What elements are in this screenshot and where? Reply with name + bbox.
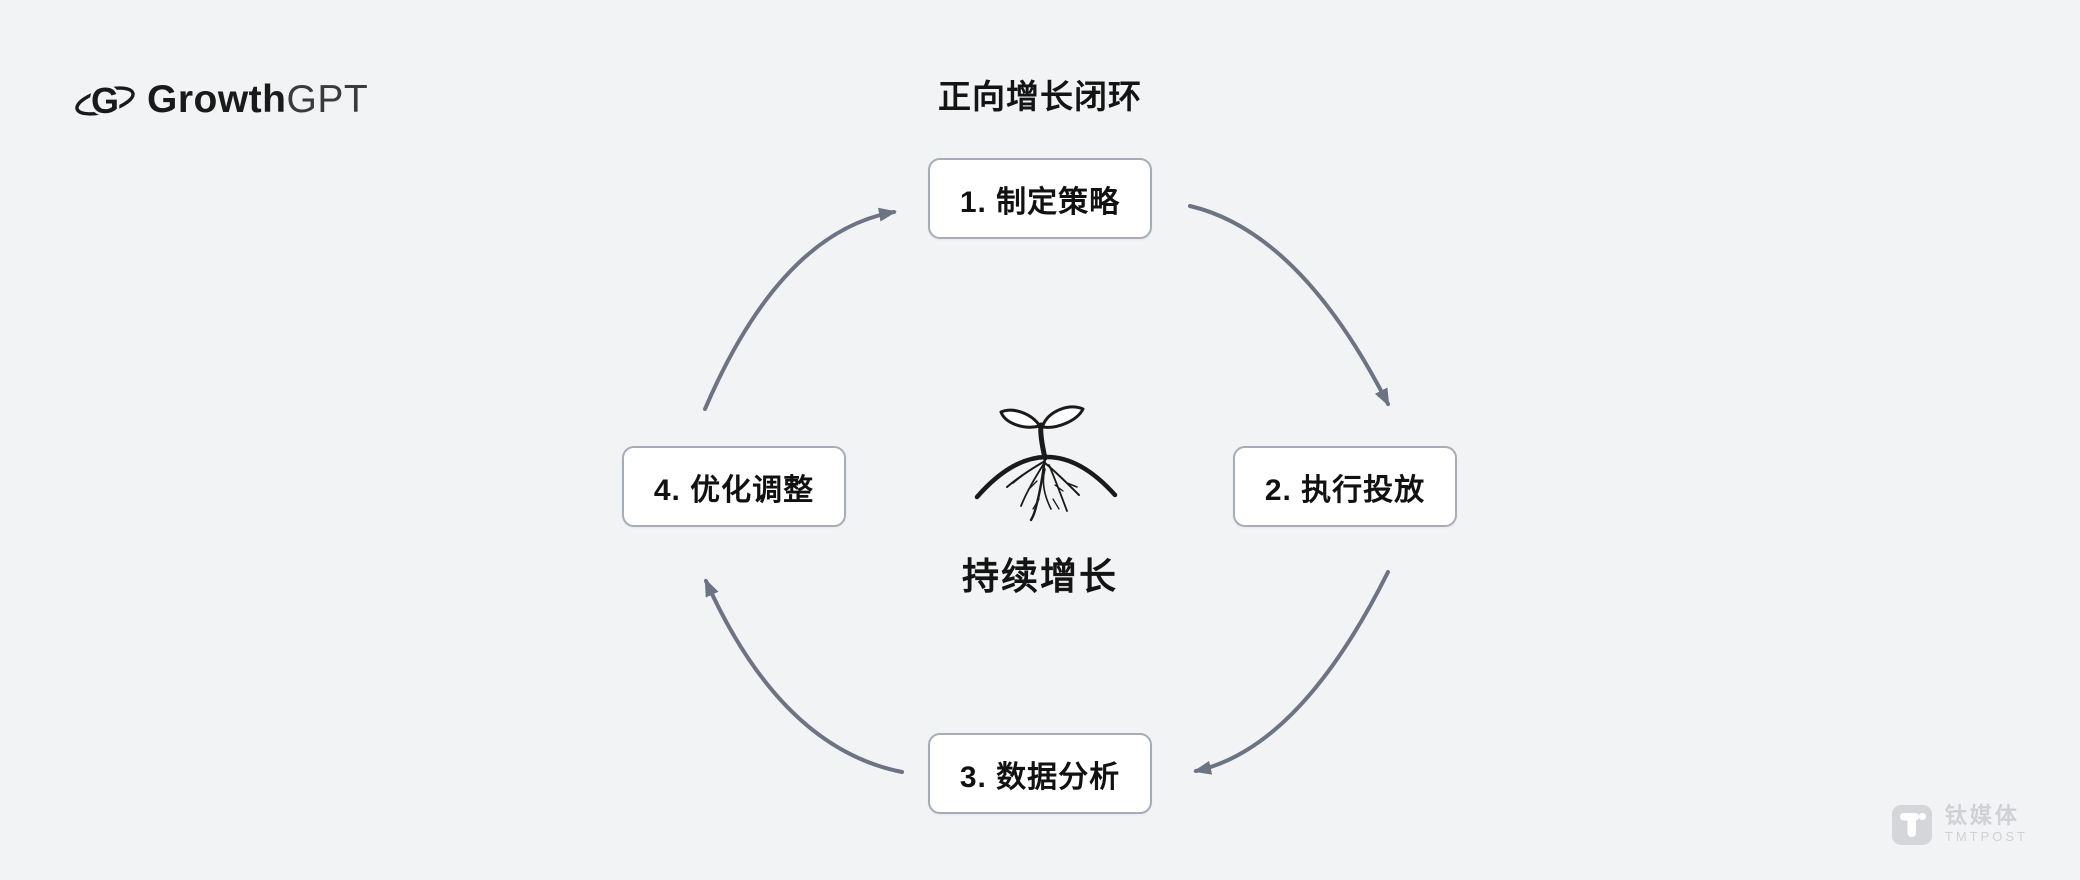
arrow-step3-to-step4	[704, 578, 904, 774]
step-box-1: 1. 制定策略	[928, 158, 1152, 239]
svg-text:G: G	[91, 80, 119, 121]
watermark-text: 钛媒体 TMTPOST	[1945, 804, 2028, 845]
step-box-2: 2. 执行投放	[1233, 446, 1457, 527]
watermark-en: TMTPOST	[1944, 828, 2028, 844]
brand-name-bold: Growth	[147, 78, 287, 121]
step-label-3: 3. 数据分析	[959, 760, 1121, 794]
step-label-1: 1. 制定策略	[959, 185, 1121, 219]
center-caption: 持续增长	[962, 556, 1118, 597]
step-label-2: 2. 执行投放	[1264, 473, 1426, 507]
arrow-step2-to-step3	[1193, 570, 1390, 775]
sprout-roots-icon	[974, 405, 1118, 522]
step-box-4: 4. 优化调整	[622, 446, 846, 527]
brand-name: GrowthGPT	[147, 78, 368, 122]
arrow-step4-to-step1	[703, 207, 897, 411]
watermark-cn: 钛媒体	[1944, 803, 2020, 829]
brand-logo: G GrowthGPT	[73, 76, 368, 124]
orbit-g-icon: G	[75, 78, 135, 124]
arrow-step1-to-step2	[1188, 204, 1390, 407]
step-label-4: 4. 优化调整	[653, 473, 815, 507]
tmtpost-t-icon	[1891, 805, 1932, 845]
diagram-title: 正向增长闭环	[938, 78, 1142, 115]
brand-name-light: GPT	[286, 78, 369, 121]
tmtpost-watermark: 钛媒体 TMTPOST	[1891, 804, 2028, 846]
step-box-3: 3. 数据分析	[928, 733, 1152, 814]
